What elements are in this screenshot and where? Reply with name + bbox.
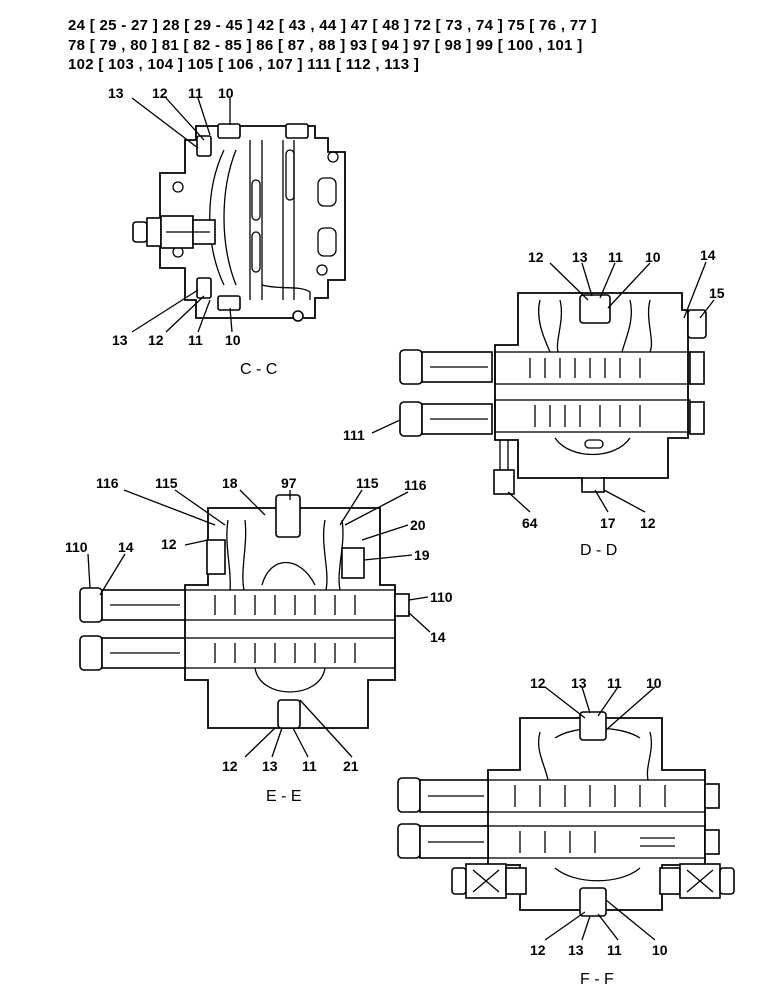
callout-13: 13 [571,675,587,691]
callout-10: 10 [645,249,661,265]
callout-111: 111 [343,427,365,443]
part-list-line-3: 102 [ 103 , 104 ] 105 [ 106 , 107 ] 111 … [68,56,420,73]
callout-110: 110 [430,589,453,605]
callout-116: 116 [96,475,119,491]
callout-12: 12 [530,675,546,691]
callout-116: 116 [404,477,427,493]
callout-64: 64 [522,515,538,531]
callout-21: 21 [343,758,359,774]
callout-13: 13 [568,942,584,958]
callout-14: 14 [118,539,134,555]
callout-97: 97 [281,475,297,491]
callout-10: 10 [646,675,662,691]
callout-10: 10 [652,942,668,958]
callout-19: 19 [414,547,430,563]
callout-14: 14 [430,629,446,645]
section-e-e: 116 115 18 97 115 116 12 20 19 110 14 11… [65,475,453,805]
callout-20: 20 [410,517,426,533]
callout-12: 12 [640,515,656,531]
callout-13: 13 [572,249,588,265]
callout-13: 13 [112,332,128,348]
callout-12: 12 [528,249,544,265]
callout-12: 12 [530,942,546,958]
callout-18: 18 [222,475,238,491]
callout-14: 14 [700,247,716,263]
section-title-f-f: F - F [580,971,614,988]
callout-13: 13 [262,758,278,774]
callout-11: 11 [607,675,622,691]
callout-110: 110 [65,539,88,555]
callout-11: 11 [302,758,317,774]
callout-11: 11 [608,249,623,265]
part-list-line-1: 24 [ 25 - 27 ] 28 [ 29 - 45 ] 42 [ 43 , … [68,17,597,34]
callout-11: 11 [607,942,622,958]
section-d-d: 12 13 11 10 14 15 111 64 17 12 D - D [343,247,725,559]
section-title-c-c: C - C [240,361,277,378]
callout-12: 12 [161,536,177,552]
callout-115: 115 [356,475,379,491]
callout-17: 17 [600,515,616,531]
callout-12: 12 [152,85,168,101]
section-title-e-e: E - E [266,788,302,805]
callout-11: 11 [188,332,203,348]
section-c-c: 13 12 11 10 13 12 11 10 C - C [108,85,346,378]
section-f-f: 12 13 11 10 12 13 11 10 F - F [397,675,735,988]
callout-115: 115 [155,475,178,491]
callout-15: 15 [709,285,725,301]
callout-10: 10 [225,332,241,348]
callout-13: 13 [108,85,124,101]
callout-12: 12 [148,332,164,348]
callout-11: 11 [188,85,203,101]
callout-10: 10 [218,85,234,101]
callout-12: 12 [222,758,238,774]
part-list-line-2: 78 [ 79 , 80 ] 81 [ 82 - 85 ] 86 [ 87 , … [68,37,583,54]
section-title-d-d: D - D [580,542,617,559]
